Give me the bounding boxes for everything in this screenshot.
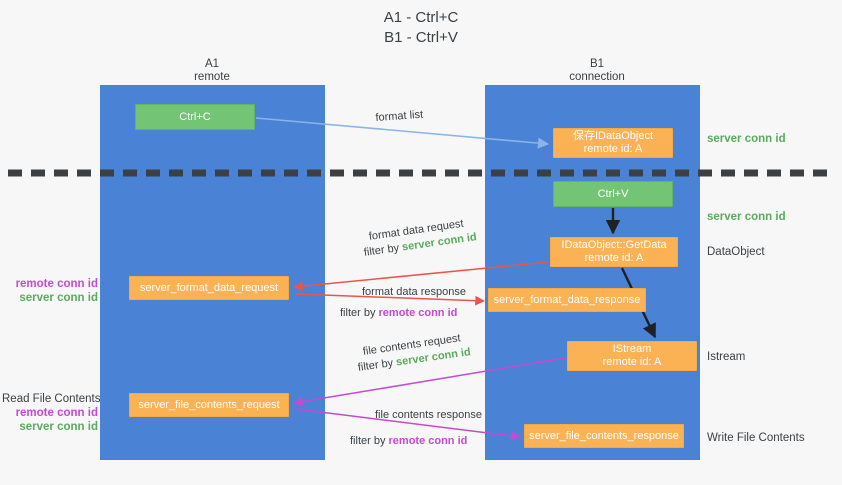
left-remote-conn-id-1: remote conn id	[15, 278, 98, 290]
column-header-a1: A1 remote	[112, 58, 312, 84]
label-server-conn-id-mid: server conn id	[707, 211, 786, 223]
column-a1-role: remote	[194, 71, 230, 83]
left-remote-conn-id-2: remote conn id	[15, 407, 98, 419]
node-ctrl-v[interactable]: Ctrl+V	[553, 181, 673, 207]
left-label-group-format: remote conn id server conn id	[2, 277, 98, 305]
filter-prefix-2: filter by	[340, 307, 379, 319]
node-ctrl-c[interactable]: Ctrl+C	[135, 104, 255, 130]
node-save-idataobject[interactable]: 保存IDataObject remote id: A	[553, 128, 673, 158]
node-istream-title: IStream	[612, 343, 652, 355]
annotation-format-data-response: format data response	[362, 286, 466, 298]
node-server-file-contents-response[interactable]: server_file_contents_response	[524, 424, 684, 448]
label-server-conn-id-top: server conn id	[707, 133, 786, 145]
annotation-format-list: format list	[375, 108, 424, 124]
filter-prefix-1: filter by	[363, 241, 403, 259]
label-istream: Istream	[707, 351, 746, 363]
node-server-format-data-request-label: server_format_data_request	[139, 281, 279, 294]
column-a1-name: A1	[204, 58, 220, 70]
filter-prefix-4: filter by	[350, 435, 389, 447]
node-getdata-id: remote id: A	[584, 252, 644, 264]
node-save-idataobject-title: 保存IDataObject	[572, 130, 654, 142]
node-server-format-data-response-label: server_format_data_response	[493, 293, 641, 306]
column-b1-role: connection	[569, 71, 625, 83]
filter-key-remote-conn-2: remote conn id	[388, 435, 468, 447]
node-server-format-data-request[interactable]: server_format_data_request	[129, 276, 289, 300]
diagram-title: A1 - Ctrl+C B1 - Ctrl+V	[0, 8, 842, 48]
node-ctrl-v-label: Ctrl+V	[597, 187, 629, 200]
node-server-file-contents-request-label: server_file_contents_request	[138, 398, 280, 411]
left-label-group-file: Read File Contents remote conn id server…	[2, 392, 101, 434]
node-ctrl-c-label: Ctrl+C	[179, 110, 211, 123]
node-server-format-data-response[interactable]: server_format_data_response	[488, 288, 646, 312]
node-save-idataobject-id: remote id: A	[583, 143, 643, 155]
annotation-file-contents-response-filter: filter by remote conn id	[350, 434, 467, 448]
node-idataobject-getdata[interactable]: IDataObject::GetData remote id: A	[550, 237, 678, 267]
node-server-file-contents-request[interactable]: server_file_contents_request	[129, 393, 289, 417]
node-server-file-contents-response-label: server_file_contents_response	[529, 429, 679, 442]
annotation-file-contents-response: file contents response	[375, 409, 483, 421]
label-dataobject: DataObject	[707, 246, 765, 258]
column-header-b1: B1 connection	[497, 58, 697, 84]
title-line-1: A1 - Ctrl+C	[383, 9, 459, 26]
column-b1-name: B1	[589, 58, 605, 70]
filter-key-remote-conn-1: remote conn id	[378, 307, 458, 319]
node-istream[interactable]: IStream remote id: A	[567, 341, 697, 371]
label-read-file-contents: Read File Contents	[2, 393, 101, 405]
node-getdata-title: IDataObject::GetData	[561, 239, 667, 251]
label-write-file-contents: Write File Contents	[707, 432, 805, 444]
annotation-format-data-response-filter: filter by remote conn id	[340, 306, 457, 320]
node-istream-id: remote id: A	[602, 356, 662, 368]
filter-prefix-3: filter by	[357, 356, 397, 374]
left-server-conn-id-1: server conn id	[19, 292, 98, 304]
title-line-2: B1 - Ctrl+V	[384, 29, 458, 46]
left-server-conn-id-2: server conn id	[19, 421, 98, 433]
